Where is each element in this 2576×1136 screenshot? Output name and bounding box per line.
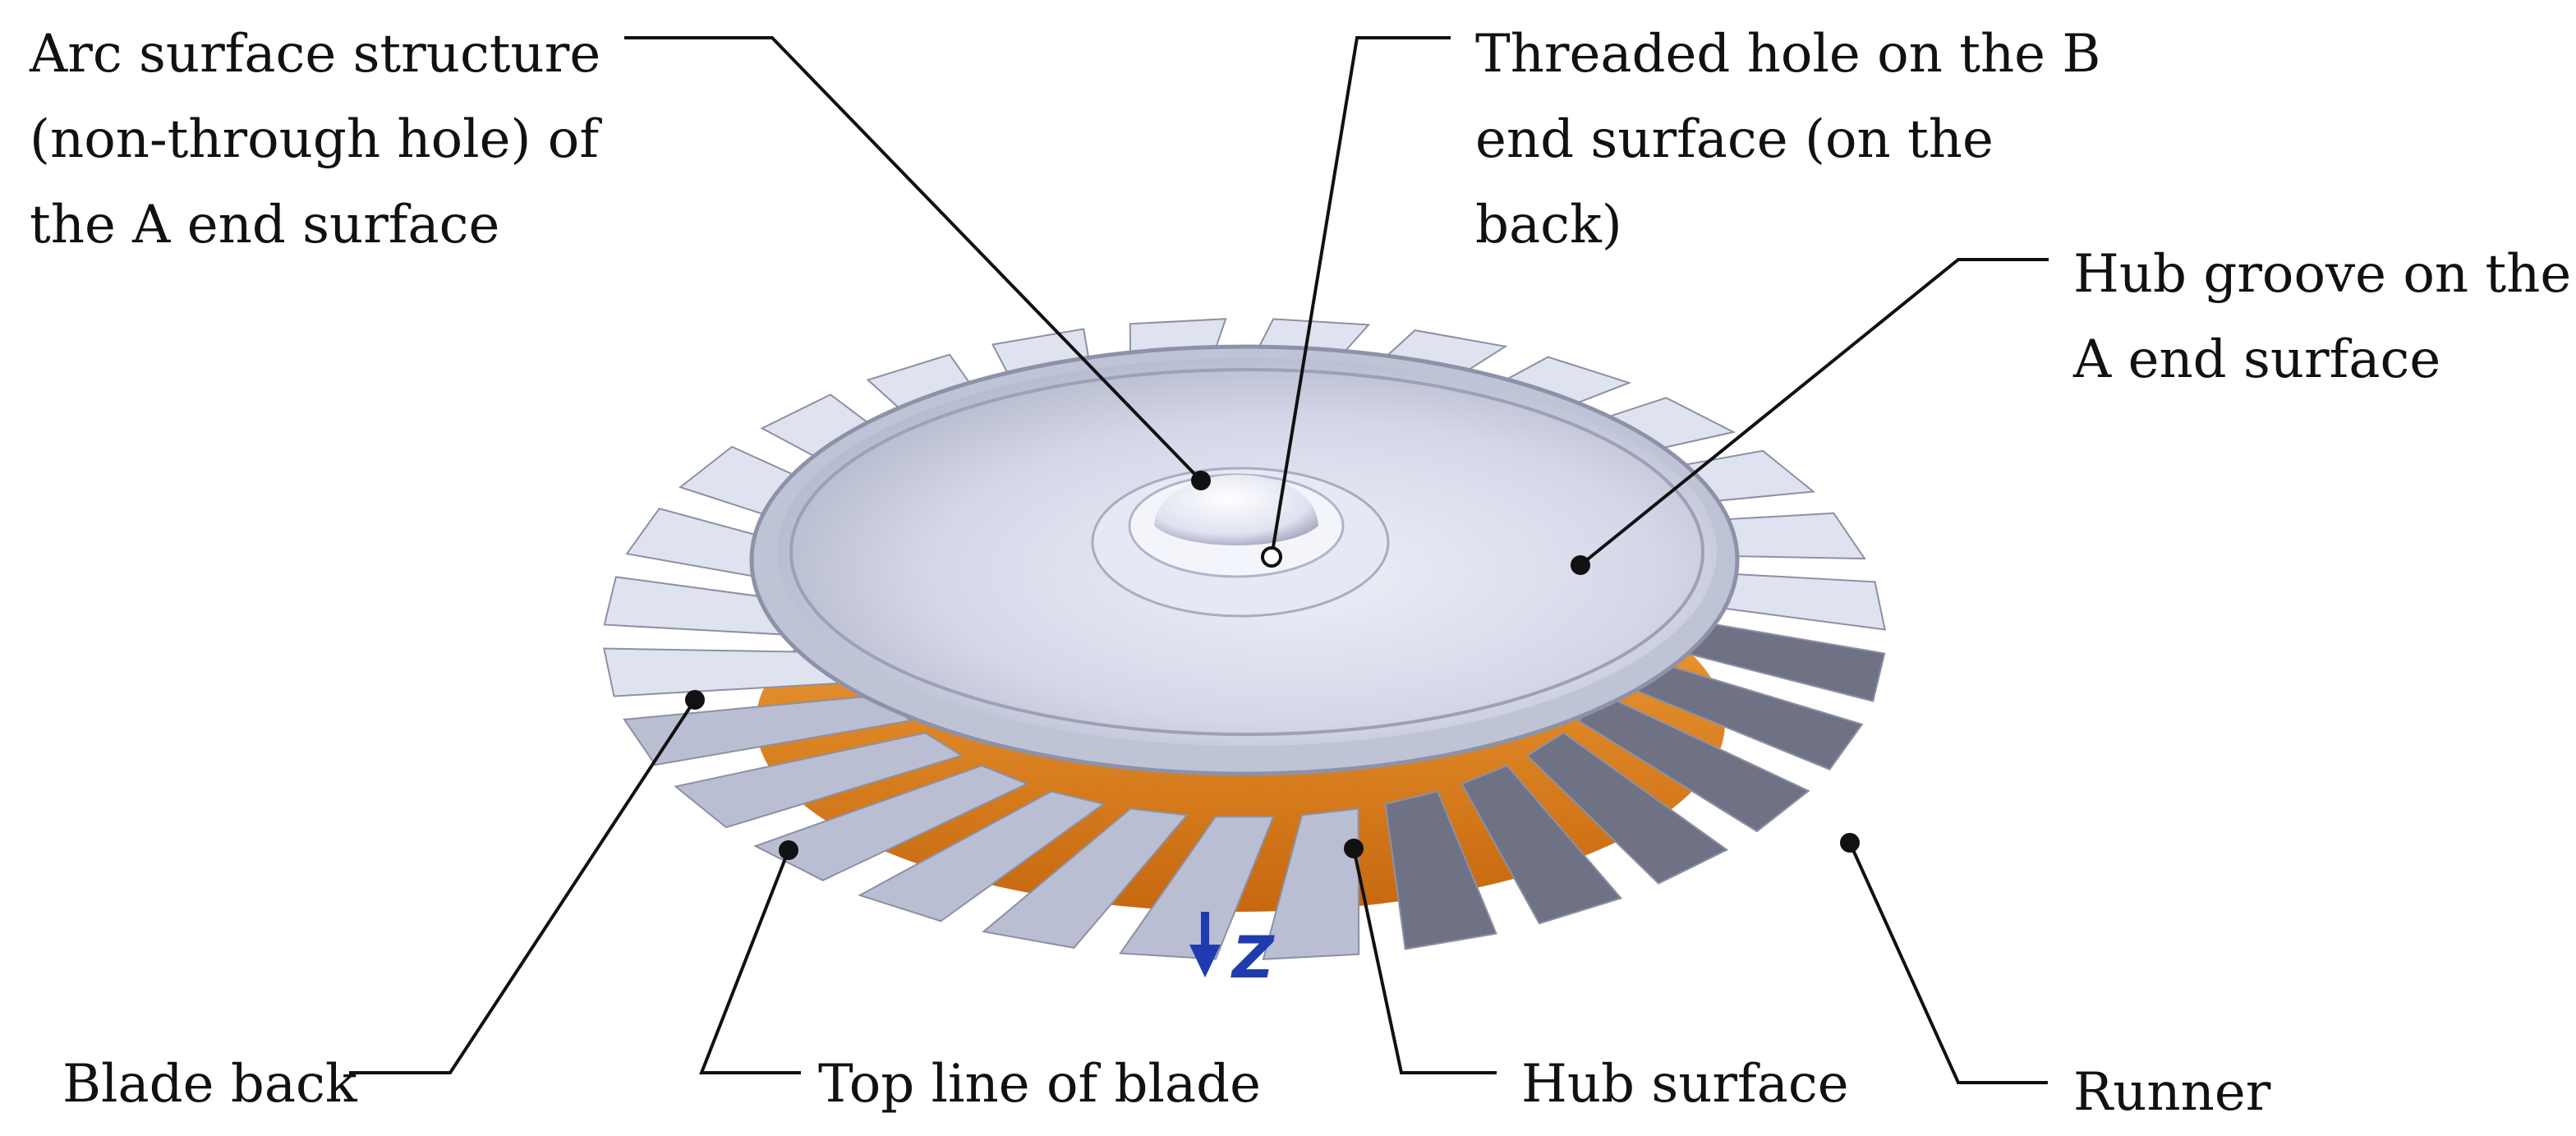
label-threaded-hole-line-1: Threaded hole on the B bbox=[1475, 24, 2101, 85]
label-hub-groove-line-1: Hub groove on the bbox=[2073, 244, 2572, 305]
leader-dots bbox=[685, 471, 1860, 860]
blade bbox=[1525, 732, 1729, 885]
disk-groove-ring bbox=[789, 368, 1704, 736]
label-arc-surface-line-3: the A end surface bbox=[30, 195, 500, 255]
dot-top-line bbox=[779, 840, 798, 860]
blade bbox=[674, 732, 964, 829]
leader-hub-groove bbox=[1579, 258, 2049, 567]
label-threaded-hole-line-3: back) bbox=[1475, 195, 1622, 255]
label-arc-surface-line-2: (non-through hole) of bbox=[30, 109, 599, 170]
leader-threaded-hole bbox=[1270, 36, 1451, 558]
blade bbox=[858, 790, 1106, 922]
leader-runner bbox=[1848, 842, 2048, 1084]
label-threaded-hole: Threaded hole on the B end surface (on t… bbox=[1475, 11, 2100, 268]
dot-hub-surface bbox=[1344, 839, 1364, 858]
dot-hub-groove bbox=[1571, 555, 1590, 575]
blade bbox=[753, 765, 1029, 881]
hub-disk bbox=[749, 344, 1740, 776]
z-axis-label: Z bbox=[1230, 924, 1275, 991]
label-arc-surface: Arc surface structure (non-through hole)… bbox=[30, 11, 600, 268]
blade bbox=[982, 807, 1189, 949]
label-hub-surface: Hub surface bbox=[1521, 1054, 1849, 1115]
leader-top-line bbox=[699, 849, 801, 1074]
leader-lines bbox=[349, 36, 2049, 1084]
blade bbox=[1460, 765, 1623, 925]
dot-threaded-hole bbox=[1261, 546, 1282, 568]
label-top-line: Top line of blade bbox=[818, 1054, 1261, 1115]
label-arc-surface-line-1: Arc surface structure bbox=[30, 24, 601, 85]
label-threaded-hole-line-2: end surface (on the bbox=[1475, 109, 1994, 170]
leader-arc-surface bbox=[624, 36, 1203, 482]
blade bbox=[1119, 816, 1275, 960]
blade bbox=[1384, 790, 1497, 950]
z-axis-arrow-head bbox=[1189, 945, 1221, 977]
dot-blade-back bbox=[685, 690, 705, 710]
z-axis-marker: Z bbox=[1189, 912, 1275, 991]
leader-hub-surface bbox=[1352, 848, 1497, 1074]
dot-arc-surface bbox=[1191, 471, 1211, 490]
label-hub-groove: Hub groove on the A end surface bbox=[2073, 232, 2571, 402]
label-blade-back: Blade back bbox=[62, 1054, 357, 1115]
label-hub-groove-line-2: A end surface bbox=[2073, 329, 2441, 390]
leader-blade-back bbox=[349, 698, 697, 1074]
label-runner: Runner bbox=[2073, 1062, 2271, 1123]
dot-runner bbox=[1840, 833, 1860, 853]
blade bbox=[1262, 807, 1360, 960]
